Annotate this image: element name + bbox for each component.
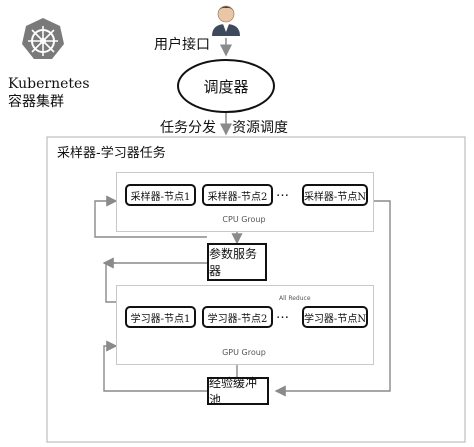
sampler-node-n[interactable]: 采样器-节点N <box>302 184 368 206</box>
param-gpu-left-link <box>105 262 207 303</box>
user-interface-label: 用户接口 <box>154 37 210 53</box>
cluster-name: Kubernetes <box>8 76 90 92</box>
task-area-title: 采样器-学习器任务 <box>57 146 166 161</box>
replay-buffer-box[interactable]: 经验缓冲池 <box>207 376 269 407</box>
sampler-node-1[interactable]: 采样器-节点1 <box>125 184 196 206</box>
sampler-node-2[interactable]: 采样器-节点2 <box>202 184 273 206</box>
scheduler-ellipse <box>177 59 275 113</box>
task-area-frame <box>46 136 466 443</box>
cpu-group-label: CPU Group <box>222 215 266 224</box>
parameter-server-box[interactable]: 参数服务器 <box>207 243 267 281</box>
scheduler-label: 调度器 <box>203 78 249 96</box>
learner-node-2[interactable]: 学习器-节点2 <box>202 306 273 328</box>
param-to-cpu-arrow <box>94 195 207 238</box>
gpu-group-label: GPU Group <box>222 348 266 357</box>
user-avatar-icon <box>212 5 240 36</box>
cluster-subtitle: 容器集群 <box>8 94 64 110</box>
all-reduce-label: All Reduce <box>278 295 312 302</box>
learner-node-1[interactable]: 学习器-节点1 <box>125 306 196 328</box>
learner-node-n[interactable]: 学习器-节点N <box>302 306 368 328</box>
kubernetes-helm-icon <box>22 18 64 59</box>
buffer-to-gpu-arrow <box>103 340 207 392</box>
resource-schedule-label: 资源调度 <box>232 120 288 136</box>
gpu-ellipsis: … <box>276 307 291 322</box>
cpu-to-buffer-arrow <box>274 200 391 397</box>
cpu-ellipsis: … <box>276 185 291 200</box>
task-dispatch-label: 任务分发 <box>160 120 216 136</box>
